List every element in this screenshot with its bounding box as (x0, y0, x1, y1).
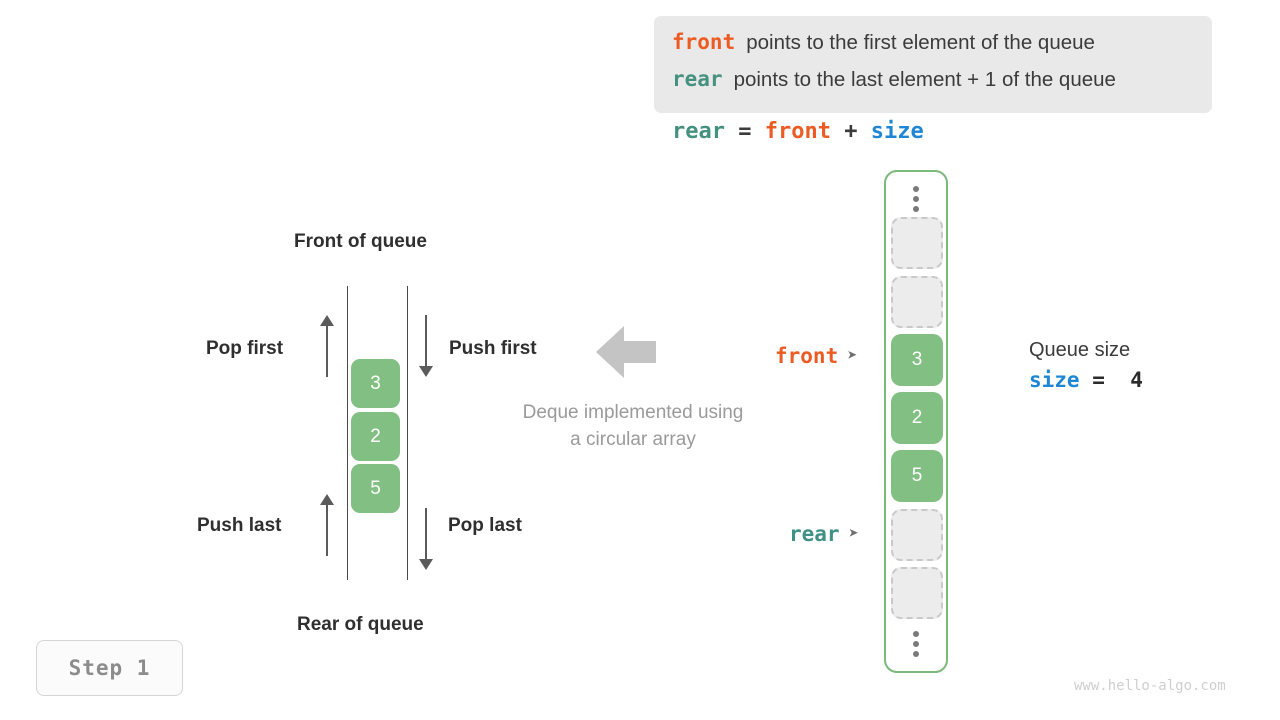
rear-pointer-label: rear ➤ (789, 522, 859, 546)
deque-rail-left (347, 286, 348, 580)
queue-size-expression: size = 4 (1029, 365, 1143, 395)
rear-keyword: rear (672, 67, 723, 91)
size-variable: size (1029, 368, 1080, 392)
info-line-rear: rear points to the last element + 1 of t… (672, 67, 1194, 104)
deque-rail-right (407, 286, 408, 580)
rear-description: points to the last element + 1 of the qu… (733, 68, 1116, 91)
array-cell-empty (891, 276, 943, 328)
pop-first-arrow-icon (317, 315, 337, 377)
pop-last-arrow-icon (416, 508, 436, 570)
info-line-front: front points to the first element of the… (672, 30, 1194, 67)
step-badge: Step 1 (36, 640, 183, 696)
diagram-caption: Deque implemented using a circular array (493, 399, 773, 453)
array-cell-filled: 3 (891, 334, 943, 386)
formula-size: size (870, 119, 924, 144)
watermark: www.hello-algo.com (1074, 678, 1226, 694)
caption-line-1: Deque implemented using (522, 402, 744, 423)
formula-front: front (764, 119, 831, 144)
ellipsis-top-icon (913, 186, 919, 212)
deque-cell: 2 (351, 412, 400, 461)
size-value: 4 (1130, 368, 1143, 392)
formula-plus: + (844, 119, 858, 144)
pointer-definition-box: front points to the first element of the… (654, 16, 1212, 113)
formula-rear: rear (672, 119, 725, 144)
circular-array-container: 3 2 5 (884, 170, 948, 673)
front-pointer-label: front ➤ (775, 344, 857, 368)
left-pointing-arrow-icon (596, 324, 656, 380)
push-first-label: Push first (449, 338, 537, 359)
array-cell-empty (891, 567, 943, 619)
front-description: points to the first element of the queue (746, 31, 1095, 54)
formula-equals: = (738, 119, 752, 144)
push-last-label: Push last (197, 515, 282, 536)
array-cell-empty (891, 217, 943, 269)
pop-last-label: Pop last (448, 515, 522, 536)
queue-size-title: Queue size (1029, 339, 1131, 361)
front-pointer-arrowhead-icon: ➤ (847, 345, 858, 366)
rear-pointer-text: rear (789, 522, 840, 546)
queue-size-annotation: Queue size size = 4 (1029, 335, 1143, 395)
rear-of-queue-label: Rear of queue (297, 614, 424, 635)
size-equals: = (1092, 368, 1105, 392)
deque-cell: 3 (351, 359, 400, 408)
push-last-arrow-icon (317, 494, 337, 556)
front-pointer-text: front (775, 344, 839, 368)
pop-first-label: Pop first (206, 338, 284, 359)
deque-cell: 5 (351, 464, 400, 513)
ellipsis-bottom-icon (913, 631, 919, 657)
caption-line-2: a circular array (570, 429, 696, 450)
front-of-queue-label: Front of queue (294, 231, 427, 252)
array-cell-empty (891, 509, 943, 561)
rear-formula: rear = front + size (672, 119, 924, 144)
push-first-arrow-icon (416, 315, 436, 377)
front-keyword: front (672, 30, 736, 54)
array-cell-filled: 5 (891, 450, 943, 502)
rear-pointer-arrowhead-icon: ➤ (848, 523, 859, 544)
array-cell-filled: 2 (891, 392, 943, 444)
